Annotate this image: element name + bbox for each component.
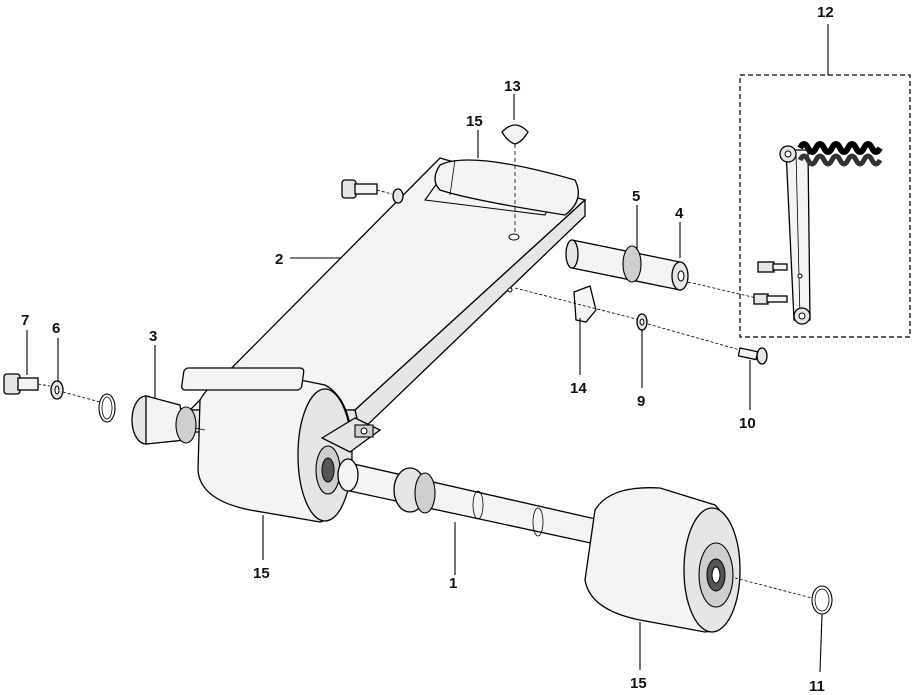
callout-15-top: 15 [466,113,483,130]
callout-2: 2 [275,251,283,268]
callout-12: 12 [817,4,834,21]
circlip-left [98,393,116,423]
circlip-11 [734,577,833,615]
bushing-3 [131,395,206,445]
knob-13 [501,124,529,232]
callout-4: 4 [675,205,684,222]
callout-11: 11 [809,678,825,695]
washer-6 [50,380,101,403]
bolt-7 [3,373,51,395]
lower-right-roller [584,487,741,633]
callout-5: 5 [632,188,640,205]
callout-6: 6 [52,320,60,337]
screw-10 [737,347,768,365]
top-bolt [341,179,404,204]
clamp-bracket [320,417,382,453]
callout-15-left: 15 [253,565,270,582]
callout-10: 10 [739,415,756,432]
callout-14: 14 [570,380,587,397]
spring [797,141,883,167]
callout-3: 3 [149,328,157,345]
callout-1: 1 [449,575,457,592]
clip-14 [514,285,641,323]
callout-7: 7 [21,312,29,329]
pin-4 [565,239,766,301]
washer-9 [636,313,741,351]
callout-13: 13 [504,78,521,95]
callout-15-right: 15 [630,675,647,692]
callout-labels: 1 2 3 4 5 6 7 9 10 11 12 13 14 15 15 15 [21,4,834,695]
callout-9: 9 [637,393,645,410]
leader-lines [26,94,823,673]
lower-left-roller [181,367,353,523]
main-axle [337,458,601,546]
assembly-12-box [739,24,911,338]
